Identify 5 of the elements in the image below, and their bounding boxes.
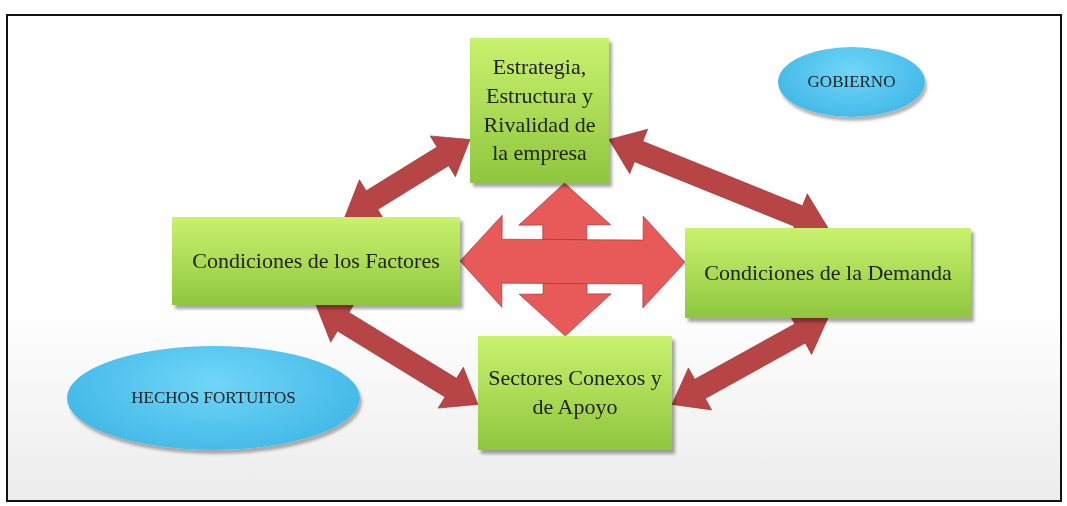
process-box: Sectores Conexos y de Apoyo	[478, 336, 672, 450]
double-arrow	[459, 214, 686, 309]
process-box: Condiciones de los Factores	[172, 217, 460, 305]
process-box: Condiciones de la Demanda	[685, 228, 971, 318]
process-box: Estrategia, Estructura y Rivalidad de la empresa	[470, 38, 609, 183]
